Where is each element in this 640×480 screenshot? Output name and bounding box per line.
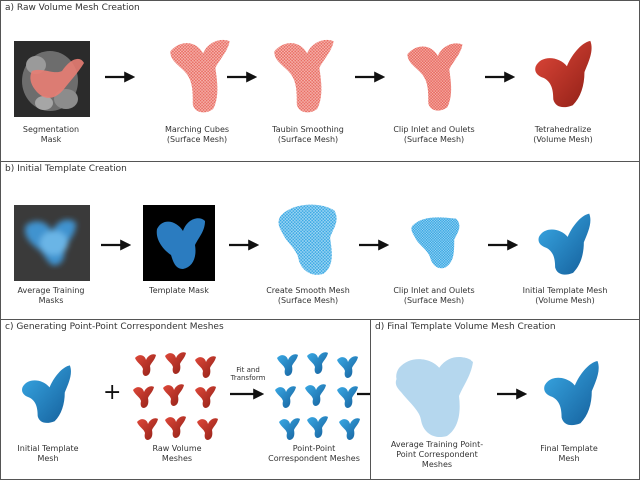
- arrow-b2: [229, 239, 260, 251]
- initial-template-volume-mesh: [538, 213, 591, 275]
- panel-d: d) Final Template Volume Mesh Creation A…: [370, 319, 640, 480]
- initial-template-mesh-c: [22, 365, 71, 423]
- arrow-fit-transform: [230, 388, 265, 400]
- arrow-b1: [101, 239, 132, 251]
- caption-clip-inlet-outlets-b: Clip Inlet and Oulets(Surface Mesh): [393, 286, 475, 305]
- caption-template-mask: Template Mask: [149, 286, 209, 295]
- average-correspondent-meshes-overlay: [395, 357, 473, 438]
- raw-volume-meshes-grid: [133, 352, 218, 440]
- arrow-a1: [105, 71, 136, 83]
- panel-b: b) Initial Template Creation Average Tra…: [0, 161, 640, 320]
- arrow-a3: [355, 71, 386, 83]
- caption-create-smooth-mesh: Create Smooth Mesh(Surface Mesh): [266, 286, 350, 305]
- panel-d-title: d) Final Template Volume Mesh Creation: [375, 322, 556, 332]
- panel-a: a) Raw Volume Mesh Creation Segmentation…: [0, 0, 640, 162]
- panel-b-title: b) Initial Template Creation: [5, 164, 127, 174]
- clipped-surface-mesh: [407, 43, 463, 111]
- tetrahedralized-volume-mesh: [535, 40, 592, 108]
- arrow-b3: [359, 239, 390, 251]
- caption-tetrahedralize: Tetrahedralize(Volume Mesh): [533, 125, 593, 144]
- panel-a-title: a) Raw Volume Mesh Creation: [5, 3, 140, 13]
- template-mask-image: [143, 205, 215, 281]
- clipped-template-mesh: [411, 217, 460, 269]
- smooth-surface-mesh: [278, 204, 337, 275]
- arrow-a2: [227, 71, 258, 83]
- caption-average-point-correspondent: Average Training Point-Point Corresponde…: [390, 440, 484, 469]
- taubin-smoothing-mesh: [274, 39, 334, 113]
- plus-sign: +: [103, 380, 122, 405]
- fit-transform-label: Fit and Transform: [230, 366, 266, 382]
- segmentation-mask-image: [14, 41, 90, 117]
- panel-c-title: c) Generating Point-Point Correspondent …: [5, 322, 224, 332]
- caption-clip-inlet-outlets: Clip Inlet and Oulets(Surface Mesh): [393, 125, 475, 144]
- correspondent-meshes-grid: [275, 352, 360, 440]
- panel-c: c) Generating Point-Point Correspondent …: [0, 319, 388, 480]
- arrow-d1: [497, 388, 528, 400]
- caption-initial-template-mesh: Initial Template Mesh(Volume Mesh): [522, 286, 608, 305]
- final-template-mesh: [544, 361, 599, 426]
- average-training-masks-image: [14, 205, 90, 281]
- arrow-a4: [485, 71, 516, 83]
- caption-marching-cubes: Marching Cubes(Surface Mesh): [164, 125, 230, 144]
- arrow-b4: [488, 239, 519, 251]
- caption-taubin-smoothing: Taubin Smoothing(Surface Mesh): [272, 125, 344, 144]
